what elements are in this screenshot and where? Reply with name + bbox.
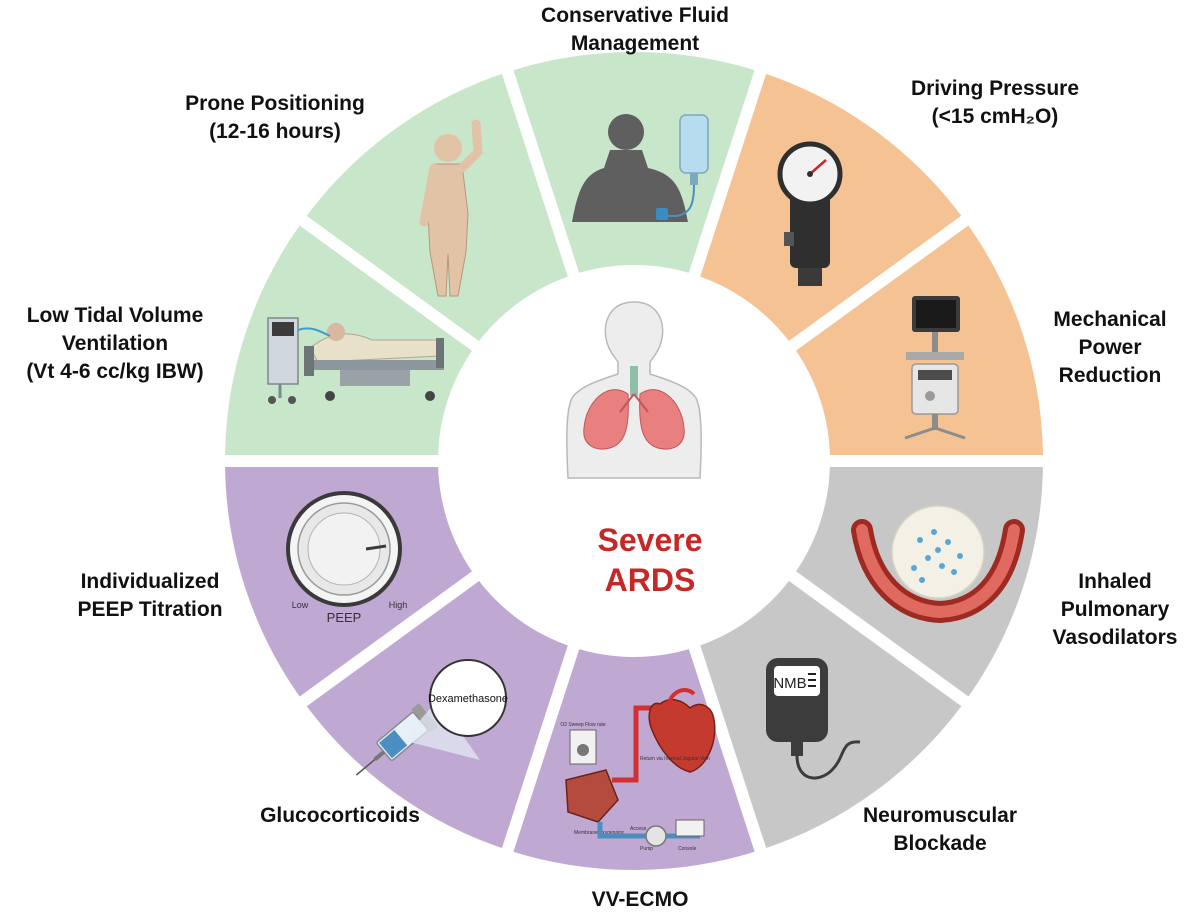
peep-label: PEEP [327,610,362,625]
label-line: Ventilation [61,332,169,355]
ecmo-console-label: Console [678,846,697,852]
label-inhaled-vasodilators: Inhaled Pulmonary Vasodilators [1030,568,1200,652]
label-line: Blockade [893,832,987,855]
nmb-label: NMB [773,675,806,692]
label-line: Inhaled [1078,570,1152,593]
label-line: VV-ECMO [591,888,689,911]
label-mechanical-power: Mechanical Power Reduction [1030,306,1190,390]
label-driving-pressure: Driving Pressure (<15 cmH₂O) [870,75,1120,131]
label-line: Neuromuscular [862,804,1018,827]
blood-vessel-icon [851,505,1025,624]
label-line: Vasodilators [1052,626,1178,649]
ecmo-access-label: Access [630,826,647,832]
label-prone-positioning: Prone Positioning (12-16 hours) [150,90,400,146]
label-line: PEEP Titration [77,598,223,621]
ventilator-icon [904,296,966,440]
lungs-icon [566,301,702,479]
center-title-line2: ARDS [604,562,696,598]
label-line: Reduction [1058,364,1162,387]
label-glucocorticoids: Glucocorticoids [220,802,460,830]
label-line: Conservative Fluid [541,4,729,27]
label-line: (Vt 4-6 cc/kg IBW) [26,360,204,383]
label-line: Pulmonary [1060,598,1170,621]
nmb-bag-icon: NMB [766,658,861,780]
label-line: Prone Positioning [185,92,365,115]
pressure-gauge-icon [777,141,843,286]
syringe-icon: Dexamethasone [355,659,508,776]
peep-high-label: High [389,600,408,610]
dexamethasone-label: Dexamethasone [428,693,508,705]
label-line: (12-16 hours) [209,120,341,143]
ecmo-circuit-icon: O2 Sweep Flow rate Membrane oxygenator P… [560,688,716,852]
label-conservative-fluid: Conservative Fluid Management [510,2,760,58]
hospital-bed-icon [267,317,444,404]
label-line: Low Tidal Volume [26,304,204,327]
peep-dial-icon: Low High PEEP [286,491,408,625]
peep-low-label: Low [292,600,309,610]
label-line: Individualized [80,570,220,593]
center-title-line1: Severe [597,522,703,558]
iv-fluid-bag-icon [572,114,709,222]
label-line: Glucocorticoids [260,804,420,827]
label-peep-titration: Individualized PEEP Titration [40,568,260,624]
label-neuromuscular-blockade: Neuromuscular Blockade [830,802,1050,858]
label-line: Driving Pressure [910,77,1080,100]
label-vv-ecmo: VV-ECMO [540,886,740,914]
ecmo-pump-label: Pump [640,846,653,852]
label-low-tidal-volume: Low Tidal Volume Ventilation (Vt 4-6 cc/… [0,302,230,386]
ecmo-return-label: Return via Internal Jugular Vein [640,756,710,762]
label-line: Management [570,32,700,55]
label-line: (<15 cmH₂O) [931,105,1059,128]
center-title: Severe ARDS [500,520,800,600]
human-body-icon [419,119,483,297]
label-line: Mechanical [1053,308,1167,331]
ecmo-flow-label: O2 Sweep Flow rate [560,722,606,728]
label-line: Power [1078,336,1142,359]
